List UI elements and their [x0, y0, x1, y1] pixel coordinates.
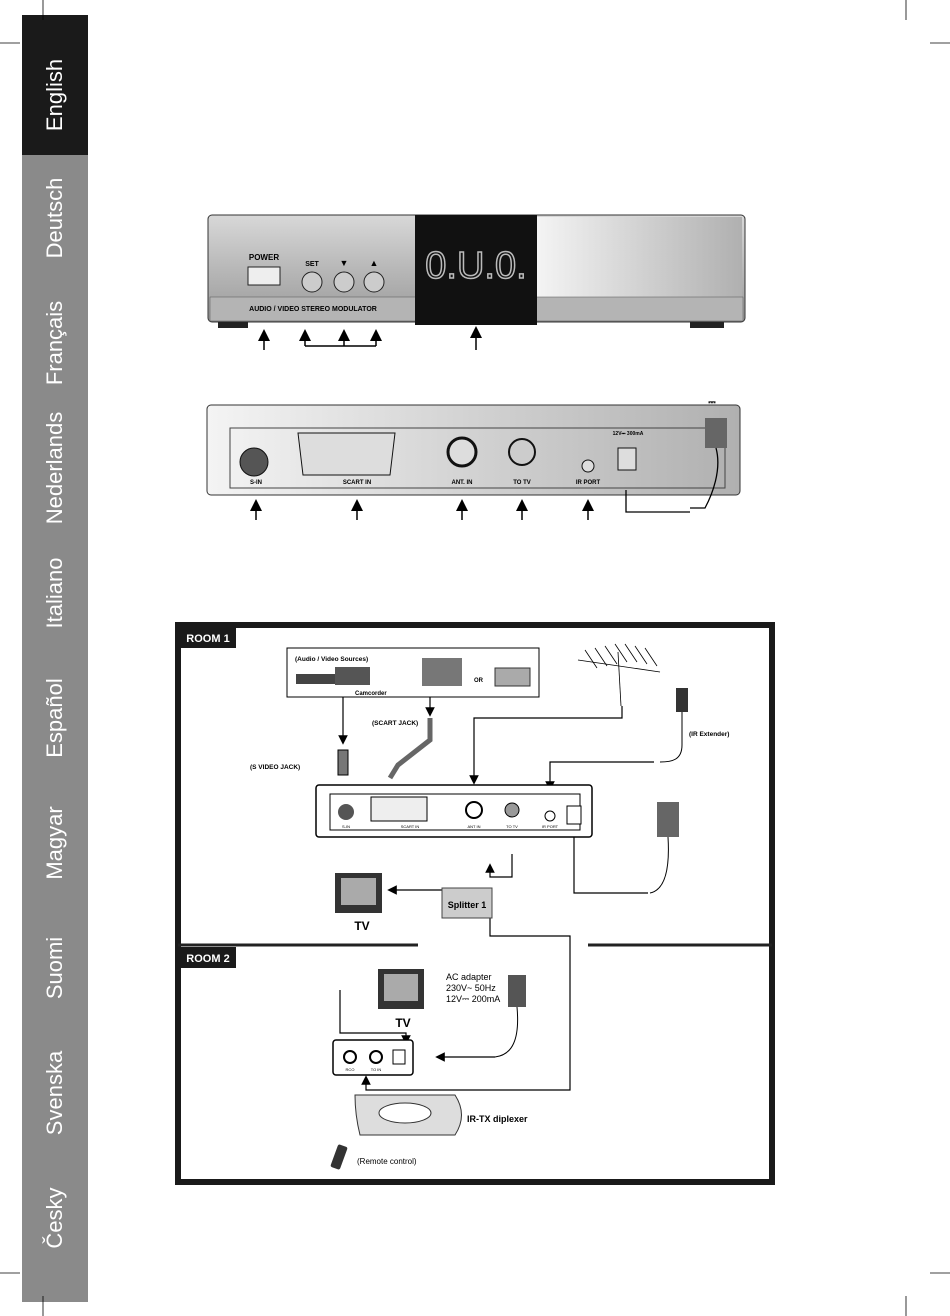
- box-label: ANT IN: [467, 824, 480, 829]
- sources-title: (Audio / Video Sources): [295, 656, 368, 663]
- set-label: SET: [305, 261, 319, 268]
- power-button[interactable]: [247, 266, 281, 286]
- s-video-jack-label: (S VIDEO JACK): [250, 764, 300, 771]
- dc-power-port: [617, 447, 637, 471]
- ir-extender-icon: [676, 688, 688, 712]
- down-label: ▼: [340, 258, 349, 268]
- scart-port: [297, 432, 396, 476]
- ir-port: [581, 459, 595, 473]
- antenna-icon: [577, 643, 661, 707]
- power-adapter-icon: [657, 802, 679, 837]
- splitter-icon: [441, 887, 493, 919]
- camcorder-label: Camcorder: [355, 691, 387, 697]
- ir-extender-label: (IR Extender): [689, 731, 729, 738]
- receiver-label: RCO: [346, 1067, 355, 1072]
- set-button[interactable]: [301, 271, 323, 293]
- box-label: IR PORT: [542, 824, 559, 829]
- led-display: 0.U.0.: [425, 245, 526, 287]
- splitter-label: Splitter 1: [448, 900, 487, 910]
- camcorder-icon: [335, 667, 370, 685]
- receiver-label: TO IN: [371, 1067, 382, 1072]
- s-video-plug-icon: [337, 749, 349, 776]
- tv-label-room2: TV: [395, 1016, 410, 1030]
- box-label: TO TV: [506, 824, 518, 829]
- ir-port-label: IR PORT: [576, 480, 601, 486]
- power-label: POWER: [249, 253, 279, 262]
- ant-in-port: [446, 436, 478, 468]
- tv-label-room1: TV: [354, 919, 369, 933]
- room2-label: ROOM 2: [186, 953, 229, 965]
- remote-control-label: (Remote control): [357, 1157, 417, 1166]
- ac-adapter-output: 12V⎓ 200mA: [446, 994, 500, 1004]
- game-console-icon: [494, 667, 531, 687]
- dc-symbol: ⎓: [708, 397, 716, 407]
- front-panel-illustration: 0.U.0. POWER SET ▼ ▲ AUDIO / VIDEO STERE…: [207, 214, 746, 350]
- installation-diagram: ROOM 1 ROOM 2 (Audio / Video Sources) Ca…: [175, 622, 775, 1185]
- dvd-player-icon: [296, 674, 344, 684]
- up-label: ▲: [370, 258, 379, 268]
- diplexer-label: IR-TX diplexer: [467, 1114, 528, 1124]
- to-tv-label: TO TV: [513, 480, 531, 486]
- rear-panel-illustration: S-IN SCART IN ANT. IN TO TV IR PORT 12V⎓…: [206, 397, 741, 520]
- room1-label: ROOM 1: [186, 633, 229, 645]
- scart-plug-icon: [387, 718, 433, 780]
- s-in-label: S-IN: [250, 480, 262, 486]
- scart-in-label: SCART IN: [343, 480, 371, 486]
- active-language-tab: [22, 15, 88, 155]
- box-label: S-IN: [342, 824, 350, 829]
- ant-in-label: ANT. IN: [452, 480, 473, 486]
- down-button[interactable]: [333, 271, 355, 293]
- scart-jack-label: (SCART JACK): [372, 720, 418, 727]
- s-in-port: [239, 447, 269, 477]
- power-rating-label: 12V⎓ 300mA: [613, 431, 644, 437]
- language-sidebar: [22, 15, 88, 1302]
- to-tv-port: [508, 438, 536, 466]
- remote-control-icon: [330, 1144, 348, 1170]
- or-label: OR: [474, 678, 484, 684]
- ac-adapter-label: AC adapter: [446, 972, 492, 982]
- camera-icon: [422, 658, 462, 686]
- power-adapter-icon: [705, 418, 727, 448]
- av-sources-box: [286, 647, 540, 698]
- power-adapter-icon: [508, 975, 526, 1007]
- up-button[interactable]: [363, 271, 385, 293]
- front-caption: AUDIO / VIDEO STEREO MODULATOR: [249, 306, 377, 313]
- ac-adapter-voltage: 230V~ 50Hz: [446, 983, 496, 993]
- box-label: SCART IN: [401, 824, 420, 829]
